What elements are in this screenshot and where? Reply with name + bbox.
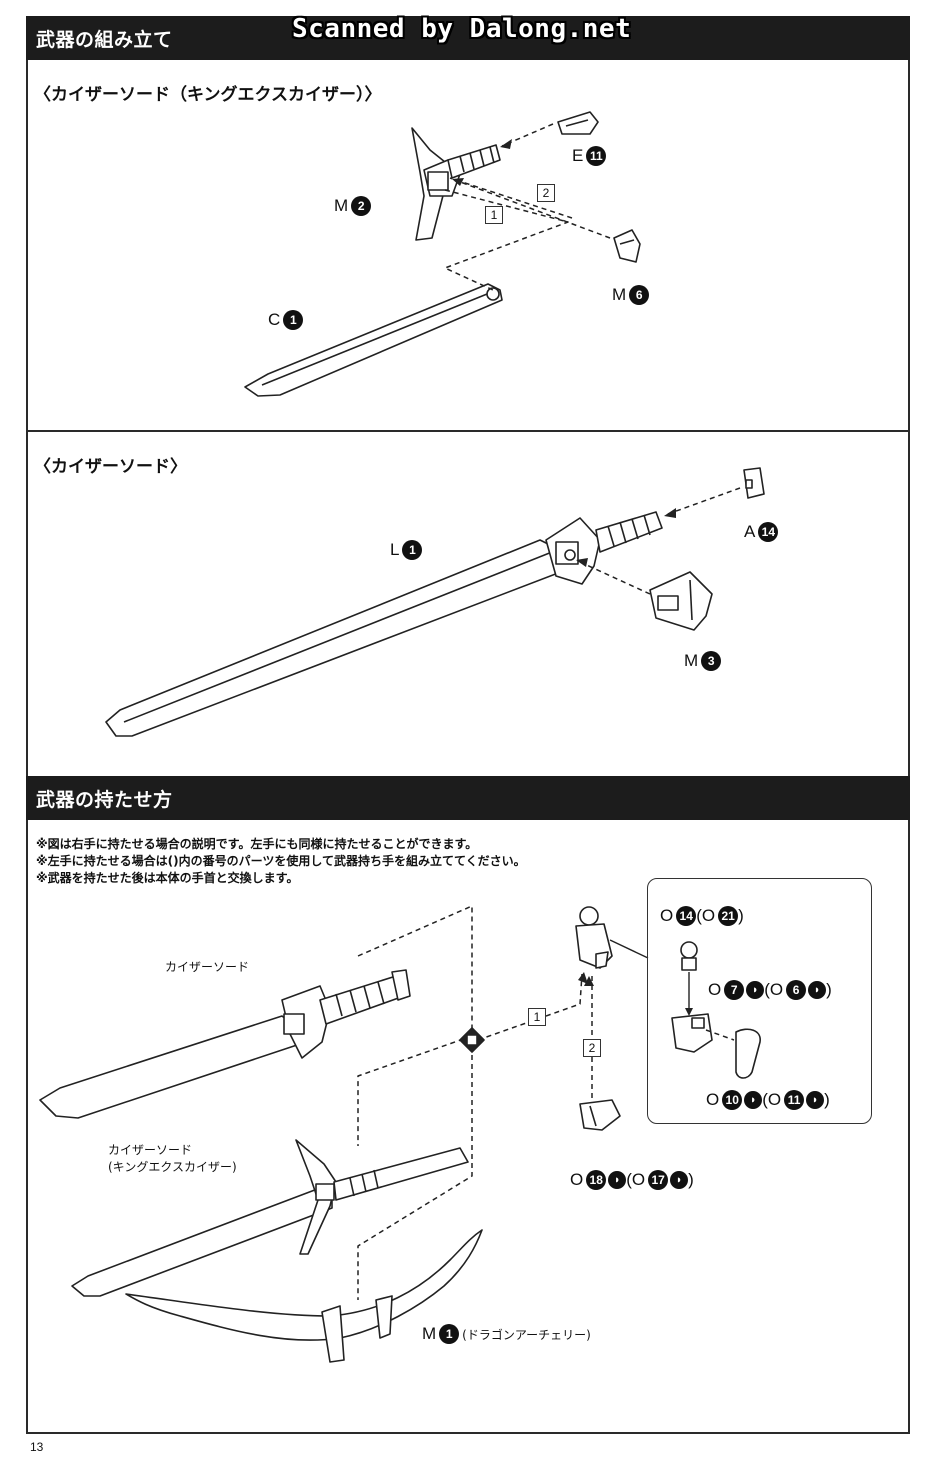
grey-mark-icon: ◗ [670, 1171, 689, 1189]
section-title: 武器の組み立て [36, 29, 173, 51]
inset-fingers [735, 1028, 761, 1079]
grey-mark-icon: ◗ [746, 981, 765, 999]
connector-diamond [459, 1027, 485, 1053]
grip [447, 144, 501, 179]
section-header-holding: 武器の持たせ方 [26, 776, 910, 820]
pommel-a14 [743, 467, 765, 499]
grip-2 [595, 511, 663, 553]
guard-m2 [411, 127, 461, 241]
kaiser-sword-large [39, 969, 411, 1119]
grey-mark-icon: ◗ [808, 981, 827, 999]
king-kaiser-sword-small [71, 1139, 469, 1297]
section-title: 武器の持たせ方 [36, 789, 173, 811]
inset-hand-assembly [647, 878, 872, 1124]
step-number-2: 2 [537, 184, 555, 202]
pommel-e11 [557, 111, 599, 135]
subsection-title-kaiser-sword: 〈カイザーソード〉 [34, 457, 187, 477]
note-line: ※武器を持たせた後は本体の手首と交換します。 [36, 871, 299, 885]
part-m6 [613, 229, 641, 263]
king-kaiser-sword-label: カイザーソード (キングエクスカイザー) [108, 1143, 237, 1174]
subsection-title-king-sword: 〈カイザーソード（キングエクスカイザー）〉 [34, 85, 382, 105]
scan-watermark: Scanned by Dalong.net [292, 14, 632, 44]
part-o18 [579, 1099, 621, 1131]
grey-mark-icon: ◗ [744, 1091, 763, 1109]
note-line: ※図は右手に持たせる場合の説明です。左手にも同様に持たせることができます。 [36, 837, 478, 851]
inset-palm [671, 1013, 713, 1053]
part-m3 [649, 571, 713, 631]
step-number-2: 2 [583, 1039, 601, 1057]
note-line: ※左手に持たせる場合は()内の番号のパーツを使用して武器持ち手を組み立ててくださ… [36, 854, 526, 868]
notes-block: ※図は右手に持たせる場合の説明です。左手にも同様に持たせることができます。 ※左… [36, 836, 526, 887]
section-header-assembly: 武器の組み立て [26, 16, 910, 60]
grey-mark-icon: ◗ [608, 1171, 627, 1189]
page-number: 13 [30, 1440, 44, 1454]
hand-assembled [575, 906, 613, 969]
step-number-1: 1 [528, 1008, 546, 1026]
blade-l1 [105, 539, 567, 737]
inset-ball-joint [680, 941, 698, 971]
kaiser-sword-label: カイザーソード [165, 960, 250, 974]
section-divider [26, 430, 910, 432]
guard-assembly [545, 517, 601, 585]
dragon-archery [125, 1229, 483, 1363]
blade-c1 [244, 283, 503, 397]
step-number-1: 1 [485, 206, 503, 224]
grey-mark-icon: ◗ [806, 1091, 825, 1109]
